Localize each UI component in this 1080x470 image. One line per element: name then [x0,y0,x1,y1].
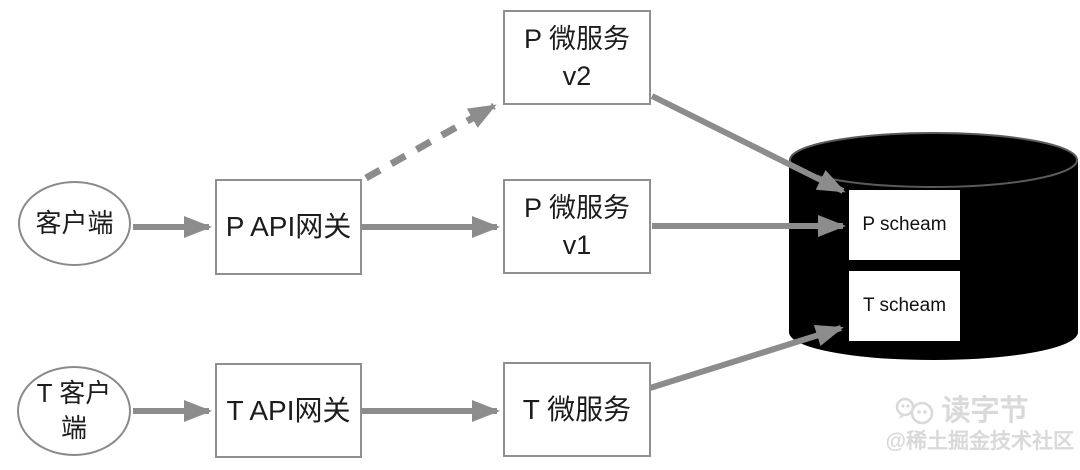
node-service-t-label: T 微服务 [522,393,632,425]
node-client-p-label: 客户端 [35,207,114,238]
node-gateway-t-label: T API网关 [226,394,351,426]
arrow-gateway-p-to-service-p-v2-dashed [364,102,497,182]
node-service-p-v1-line2: v1 [562,229,592,260]
node-gateway-p-label: P API网关 [225,211,352,243]
node-client-p: 客户端 [18,181,131,266]
node-schema-t-label: T scheam [862,295,947,316]
node-service-t: T 微服务 [503,362,651,457]
node-service-p-v1: P 微服务 v1 [503,179,651,274]
watermark-subtitle: @稀土掘金技术社区 [885,429,1074,453]
node-service-p-v1-line1: P 微服务 [523,193,631,224]
watermark: 读字节 @稀土掘金技术社区 [864,395,1074,453]
database-cylinder-top [789,132,1078,188]
watermark-logo-icon [895,397,935,427]
node-service-p-v2-line2: v2 [562,60,592,91]
node-schema-p-label: P scheam [862,214,947,235]
arrow-service-p-v2-to-schema-p [650,93,846,194]
node-client-t: T 客户 端 [17,366,131,456]
node-client-t-line2: 端 [60,413,87,443]
node-schema-t: T scheam [849,271,960,341]
node-schema-p: P scheam [849,190,960,260]
watermark-title: 读字节 [941,395,1029,427]
node-service-p-v2-line1: P 微服务 [523,24,631,55]
node-gateway-p: P API网关 [215,179,362,275]
node-service-p-v2: P 微服务 v2 [503,10,651,105]
node-client-t-line1: T 客户 [36,377,112,408]
arrow-service-t-to-schema-t [649,324,844,391]
node-gateway-t: T API网关 [215,363,362,458]
